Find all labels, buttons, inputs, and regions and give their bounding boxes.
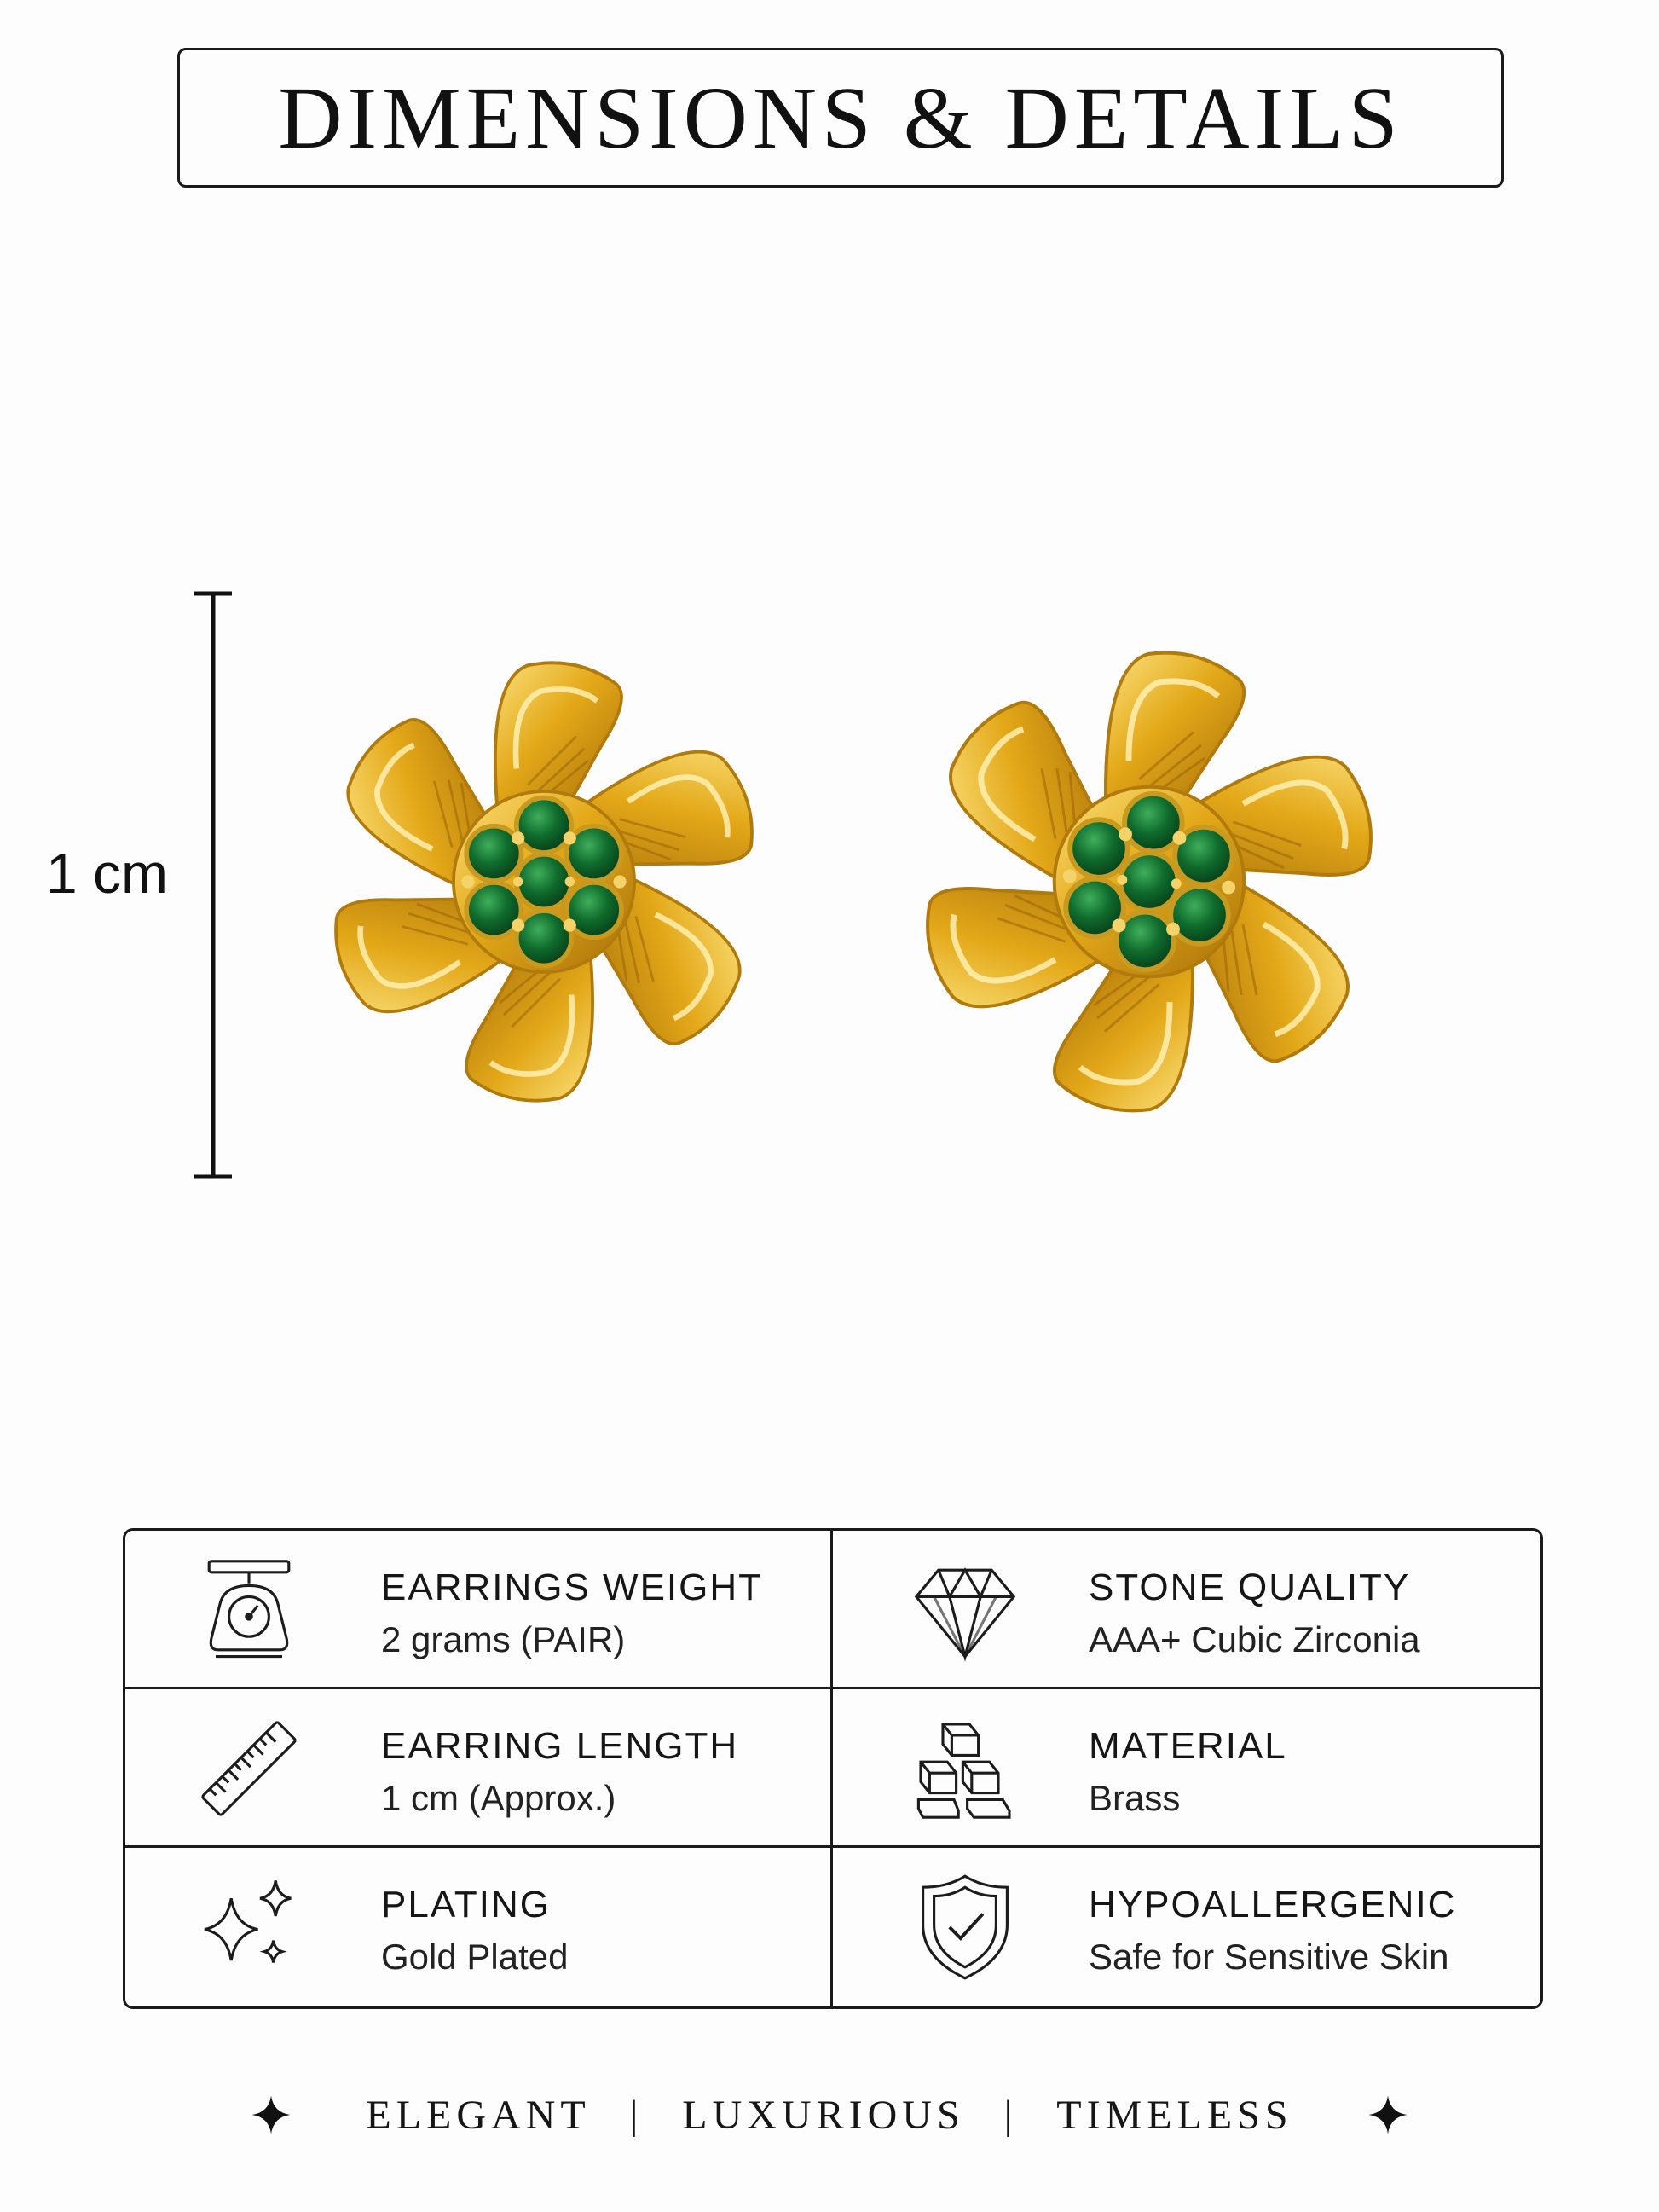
tagline-word: ELEGANT xyxy=(366,2092,591,2138)
tagline-word: TIMELESS xyxy=(1056,2092,1293,2138)
left-earring-image xyxy=(302,597,786,1167)
spec-value: AAA+ Cubic Zirconia xyxy=(1089,1619,1420,1659)
spec-value: Safe for Sensitive Skin xyxy=(1089,1937,1449,1977)
spec-stone-quality: STONE QUALITY AAA+ Cubic Zirconia xyxy=(833,1531,1540,1689)
diamond-icon xyxy=(914,1567,1016,1662)
tagline-separator: | xyxy=(1003,2092,1018,2138)
spec-title: MATERIAL xyxy=(1089,1725,1287,1767)
title-box: DIMENSIONS & DETAILS xyxy=(177,48,1504,188)
tagline-word: LUXURIOUS xyxy=(682,2092,965,2138)
sparkle-icon xyxy=(252,2095,291,2134)
spec-earrings-weight: EARRINGS WEIGHT 2 grams (PAIR) xyxy=(125,1531,833,1689)
spec-title: HYPOALLERGENIC xyxy=(1089,1884,1457,1925)
right-earring-image xyxy=(887,597,1412,1167)
gold-bars-icon xyxy=(916,1723,1011,1819)
tagline: ELEGANT | LUXURIOUS | TIMELESS xyxy=(0,2081,1659,2149)
sparkles-icon xyxy=(204,1880,292,1963)
spec-title: PLATING xyxy=(381,1884,552,1925)
scale-label: 1 cm xyxy=(46,842,169,905)
spec-earring-length: EARRING LENGTH 1 cm (Approx.) xyxy=(125,1689,833,1848)
spec-value: 1 cm (Approx.) xyxy=(381,1778,616,1818)
ruler-icon xyxy=(201,1721,297,1816)
spec-hypoallergenic: HYPOALLERGENIC Safe for Sensitive Skin xyxy=(833,1848,1540,2006)
shield-check-icon xyxy=(922,1874,1009,1980)
tagline-separator: | xyxy=(629,2092,644,2138)
specs-table: EARRINGS WEIGHT 2 grams (PAIR) STONE QUA… xyxy=(123,1528,1543,2009)
spec-title: EARRINGS WEIGHT xyxy=(381,1566,764,1608)
spec-plating: PLATING Gold Plated xyxy=(125,1848,833,2006)
page-title: DIMENSIONS & DETAILS xyxy=(278,68,1403,167)
scale-bar xyxy=(194,591,232,1179)
spec-material: MATERIAL Brass xyxy=(833,1689,1540,1848)
spec-value: 2 grams (PAIR) xyxy=(381,1619,626,1659)
spec-title: STONE QUALITY xyxy=(1089,1566,1411,1608)
sparkle-icon xyxy=(1368,2095,1407,2134)
spec-value: Gold Plated xyxy=(381,1937,569,1977)
scale-icon xyxy=(207,1560,291,1659)
spec-value: Brass xyxy=(1089,1778,1181,1818)
spec-title: EARRING LENGTH xyxy=(381,1725,739,1767)
